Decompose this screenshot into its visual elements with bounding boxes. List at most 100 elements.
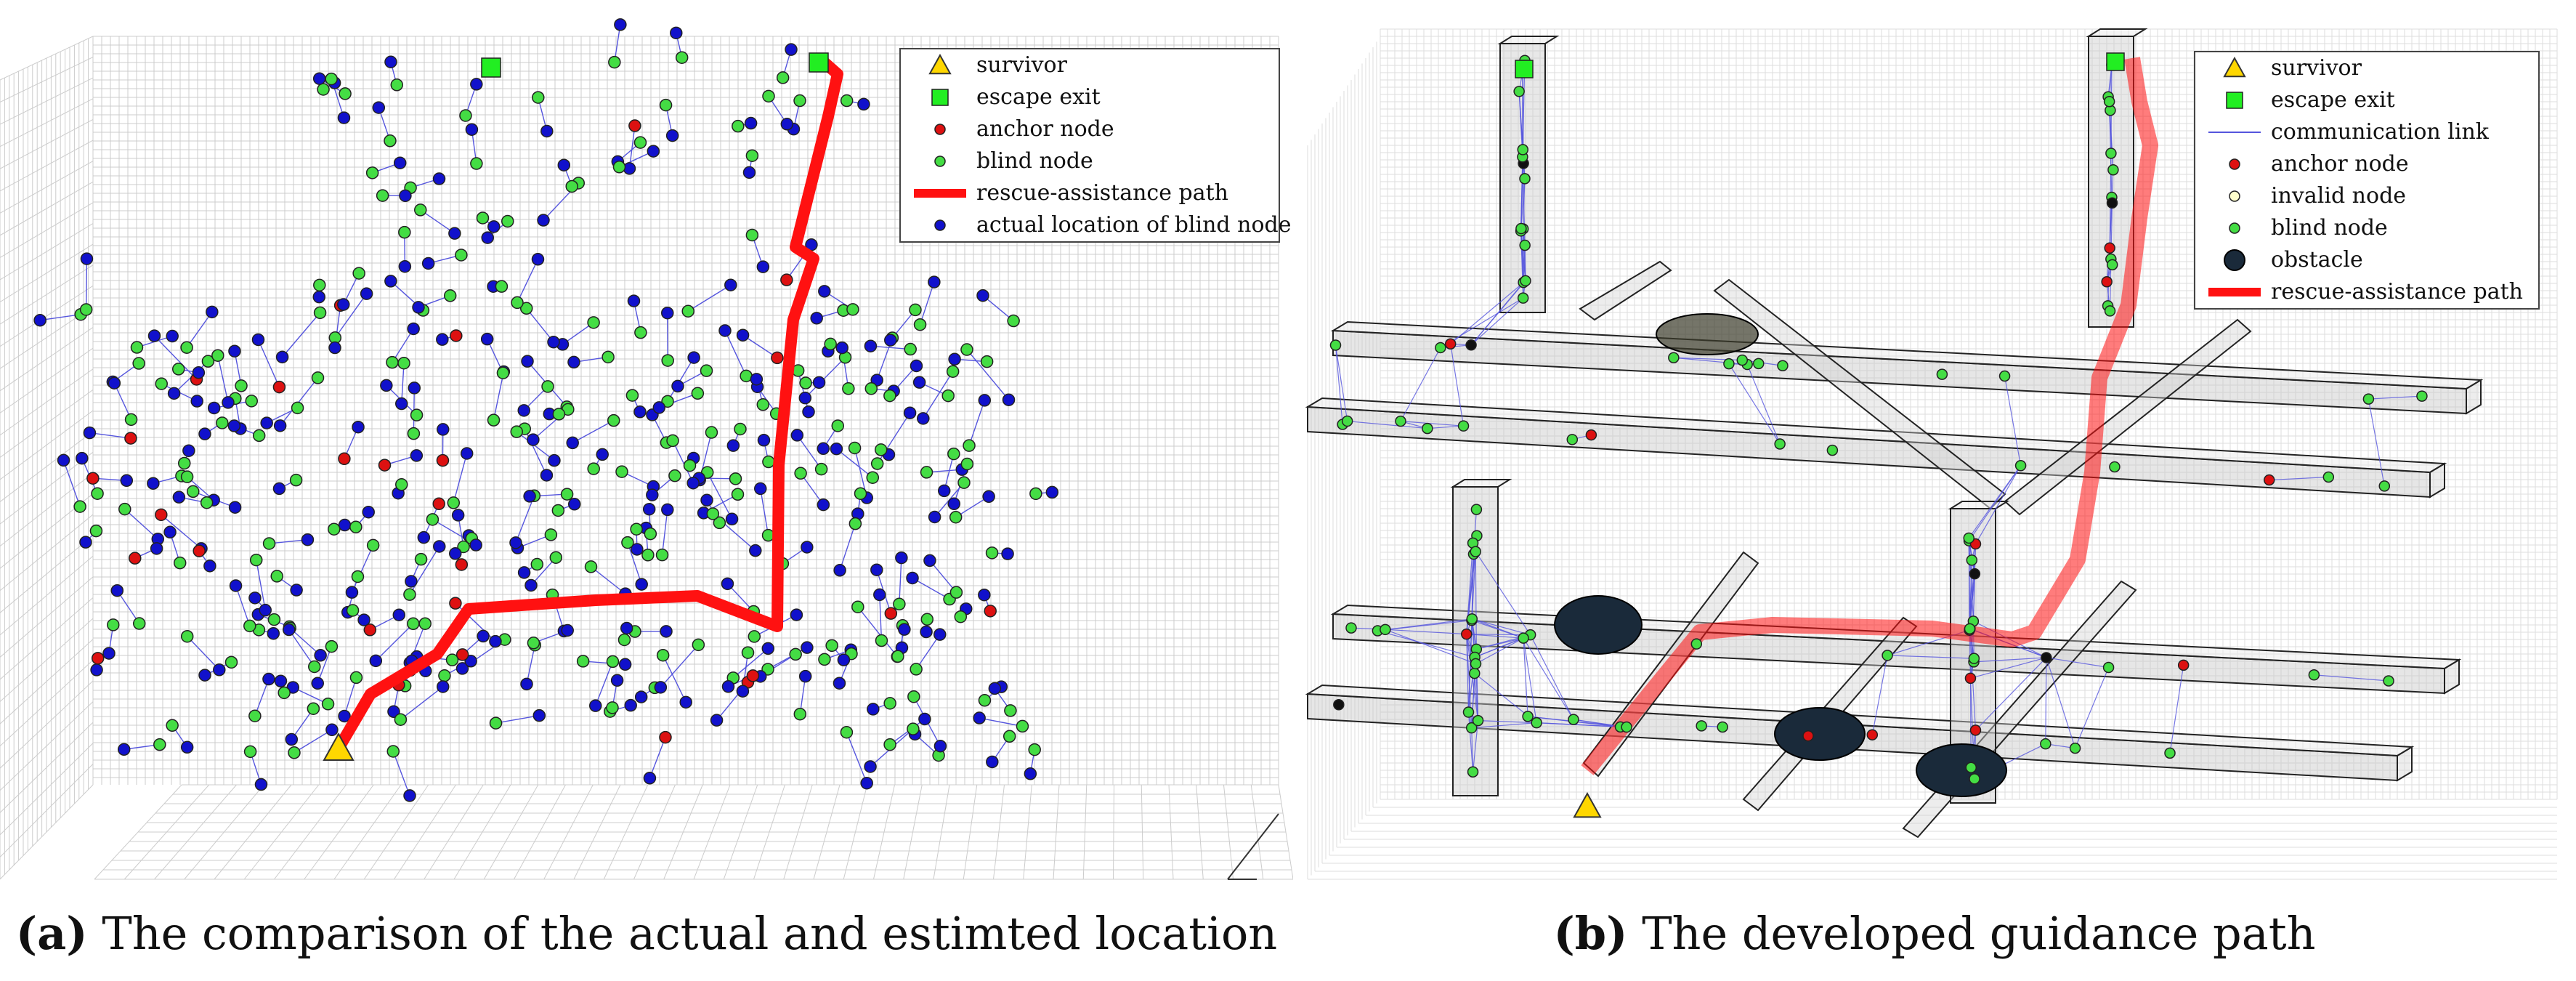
actual-blind-node xyxy=(421,257,435,270)
actual-blind-node xyxy=(337,111,351,124)
blind-node xyxy=(612,161,626,174)
blind-node xyxy=(729,472,742,485)
estimation-link xyxy=(889,718,926,746)
blind-node xyxy=(2106,259,2118,271)
estimation-link xyxy=(526,645,535,685)
escape-exit-marker xyxy=(809,52,829,73)
actual-blind-icon xyxy=(934,219,946,231)
blind-node xyxy=(2104,305,2116,317)
rescue-path-icon xyxy=(914,189,966,198)
actual-blind-node xyxy=(248,592,262,605)
estimation-link xyxy=(732,647,769,679)
actual-blind-node xyxy=(207,401,221,415)
actual-blind-node xyxy=(1001,547,1014,560)
actual-blind-node xyxy=(384,275,397,288)
communication-link xyxy=(2269,476,2329,481)
legend-label: blind node xyxy=(2271,215,2388,241)
blind-node xyxy=(180,629,194,643)
blind-node xyxy=(1965,762,1977,774)
invalid-node xyxy=(2106,197,2118,209)
estimation-link xyxy=(796,435,822,469)
anchor-node-icon xyxy=(2229,158,2240,170)
estimation-link xyxy=(269,539,308,544)
blind-node xyxy=(235,379,248,392)
actual-blind-node xyxy=(665,129,679,142)
grid-line xyxy=(1168,784,1174,880)
blind-node xyxy=(985,546,999,560)
actual-blind-node xyxy=(387,705,400,719)
grid-line xyxy=(0,285,94,347)
actual-blind-node xyxy=(756,260,770,273)
estimation-link xyxy=(966,349,1010,400)
estimation-link xyxy=(839,523,856,571)
grid-line xyxy=(0,659,94,747)
grid-line xyxy=(424,784,484,880)
actual-blind-node xyxy=(532,708,546,722)
grid-line xyxy=(873,784,895,880)
invalid-node xyxy=(1969,568,1981,580)
blind-node xyxy=(1004,704,1017,717)
estimation-link xyxy=(515,496,535,544)
actual-blind-node xyxy=(818,285,831,298)
grid-line xyxy=(0,597,94,680)
actual-blind-node xyxy=(718,324,732,337)
actual-blind-node xyxy=(117,743,131,756)
actual-blind-node xyxy=(192,366,206,379)
estimation-link xyxy=(116,590,140,624)
actual-blind-node xyxy=(721,680,735,693)
blind-node xyxy=(794,467,807,480)
actual-blind-node xyxy=(933,628,947,641)
legend-label: invalid node xyxy=(2271,183,2407,209)
grid-line xyxy=(1023,784,1032,880)
blind-node xyxy=(1472,714,1484,727)
grid-line xyxy=(0,347,94,413)
anchor-node xyxy=(1969,724,1982,736)
grid-line xyxy=(483,784,539,880)
legend-item-escape-exit: escape exit xyxy=(901,81,1279,113)
actual-blind-node xyxy=(567,355,580,369)
cross-beam-2 xyxy=(2004,318,2252,516)
estimation-link xyxy=(627,542,642,585)
communication-link xyxy=(1470,280,1526,346)
actual-blind-node xyxy=(860,776,873,790)
blind-node xyxy=(732,119,745,133)
communication-link xyxy=(1385,629,1467,635)
caption-a-letter: (a) xyxy=(15,907,88,960)
communication-link xyxy=(1377,630,1475,658)
actual-blind-node xyxy=(620,621,633,635)
blind-node xyxy=(978,694,992,707)
actual-blind-node xyxy=(895,551,908,565)
blind-node xyxy=(2416,390,2428,402)
actual-blind-node xyxy=(527,433,540,446)
actual-blind-node xyxy=(976,288,989,302)
anchor-node xyxy=(193,544,206,557)
grid-line xyxy=(0,410,94,480)
communication-link xyxy=(1471,722,1537,729)
blind-node xyxy=(814,462,828,476)
grid-line xyxy=(514,784,566,880)
actual-blind-node xyxy=(262,672,275,686)
grid-line xyxy=(543,784,594,880)
anchor-node xyxy=(746,669,760,682)
actual-blind-node xyxy=(596,448,609,461)
blind-node xyxy=(745,228,759,242)
blind-node xyxy=(180,341,193,354)
actual-blind-node xyxy=(870,563,883,576)
blind-node xyxy=(1422,422,1433,435)
anchor-node xyxy=(1866,729,1879,740)
blind-node xyxy=(1457,420,1470,432)
escape-exit-icon xyxy=(931,89,949,106)
actual-blind-node xyxy=(947,497,961,511)
estimation-link xyxy=(572,420,615,444)
blind-node xyxy=(713,516,726,530)
caption-b-text: The developed guidance path xyxy=(1642,907,2316,960)
communication-link xyxy=(1334,344,1343,425)
blind-node xyxy=(883,697,896,710)
blind-node xyxy=(634,326,647,339)
actual-blind-node xyxy=(986,755,999,769)
blind-node xyxy=(957,476,971,489)
survivor-icon xyxy=(928,53,952,75)
blind-node xyxy=(864,382,878,395)
actual-blind-node xyxy=(509,536,522,549)
